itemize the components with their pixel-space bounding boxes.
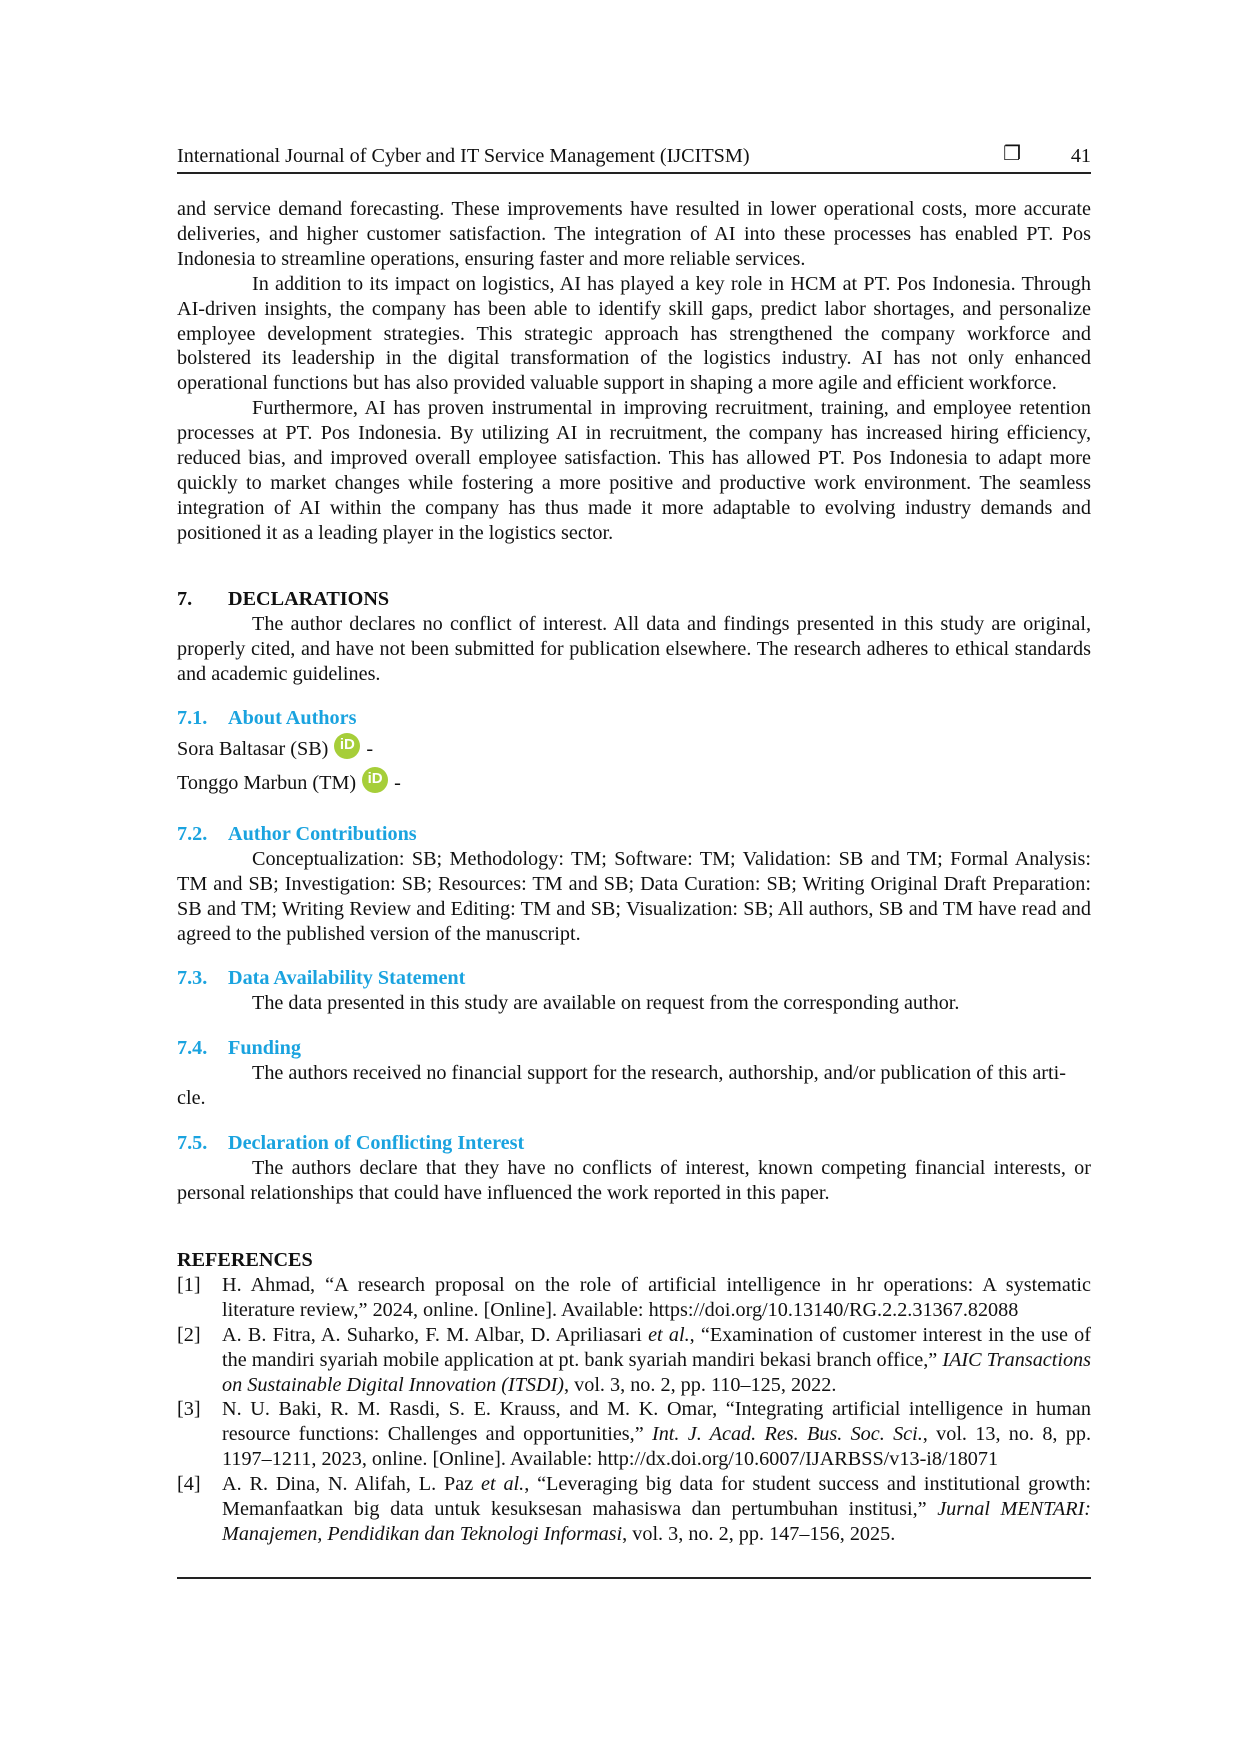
references-section: REFERENCES [1]H. Ahmad, “A research prop… (177, 1248, 1091, 1547)
box-icon: ❐ (1003, 143, 1021, 165)
paragraph: The author declares no conflict of inter… (177, 612, 1091, 685)
paragraph: In addition to its impact on logistics, … (177, 272, 1091, 395)
reference-number: [4] (177, 1473, 201, 1496)
author-contributions-section: 7.2.Author Contributions Conceptualizati… (177, 822, 1091, 947)
reference-item: [4]A. R. Dina, N. Alifah, L. Paz et al.,… (177, 1473, 1092, 1545)
subsection-heading: 7.5.Declaration of Conflicting Interest (177, 1132, 525, 1154)
paragraph: Conceptualization: SB; Methodology: TM; … (177, 847, 1091, 945)
author-entry: Tonggo Marbun (TM) iD - (177, 766, 1091, 801)
declarations-section: 7.DECLARATIONS The author declares no co… (177, 587, 1091, 687)
reference-number: [2] (177, 1323, 201, 1346)
paragraph: The data presented in this study are ava… (252, 991, 960, 1014)
subsection-heading: 7.2.Author Contributions (177, 823, 417, 845)
subsection-heading: 7.3.Data Availability Statement (177, 967, 466, 989)
section-heading: 7.DECLARATIONS (177, 588, 390, 610)
running-header: International Journal of Cyber and IT Se… (177, 143, 1091, 174)
paragraph: Furthermore, AI has proven instrumental … (177, 397, 1091, 544)
reference-item: [1]H. Ahmad, “A research proposal on the… (177, 1273, 1091, 1321)
subsection-heading: 7.1.About Authors (177, 707, 357, 729)
about-authors-section: 7.1.About Authors Sora Baltasar (SB) iD … (177, 706, 1091, 801)
orcid-icon[interactable]: iD (334, 732, 361, 759)
body-text: and service demand forecasting. These im… (177, 197, 1091, 546)
reference-item: [2]A. B. Fitra, A. Suharko, F. M. Albar,… (177, 1323, 1092, 1396)
paragraph: The authors declare that they have no co… (177, 1156, 1091, 1204)
reference-number: [3] (177, 1398, 201, 1421)
conflict-section: 7.5.Declaration of Conflicting Interest … (177, 1131, 1091, 1206)
subsection-heading: 7.4.Funding (177, 1037, 301, 1059)
reference-item: [3]N. U. Baki, R. M. Rasdi, S. E. Krauss… (177, 1398, 1091, 1471)
paragraph: The authors received no financial suppor… (252, 1061, 1066, 1084)
orcid-icon[interactable]: iD (362, 766, 389, 793)
references-heading: REFERENCES (177, 1249, 313, 1271)
data-availability-section: 7.3.Data Availability Statement The data… (177, 966, 1091, 1016)
journal-title: International Journal of Cyber and IT Se… (177, 145, 750, 167)
author-entry: Sora Baltasar (SB) iD - (177, 732, 1091, 767)
page-number: 41 (1070, 145, 1091, 167)
reference-number: [1] (177, 1273, 201, 1296)
footer-rule (177, 1577, 1091, 1579)
paragraph: cle. (177, 1086, 206, 1109)
funding-section: 7.4.Funding The authors received no fina… (177, 1036, 1091, 1111)
paragraph: and service demand forecasting. These im… (177, 198, 1091, 270)
